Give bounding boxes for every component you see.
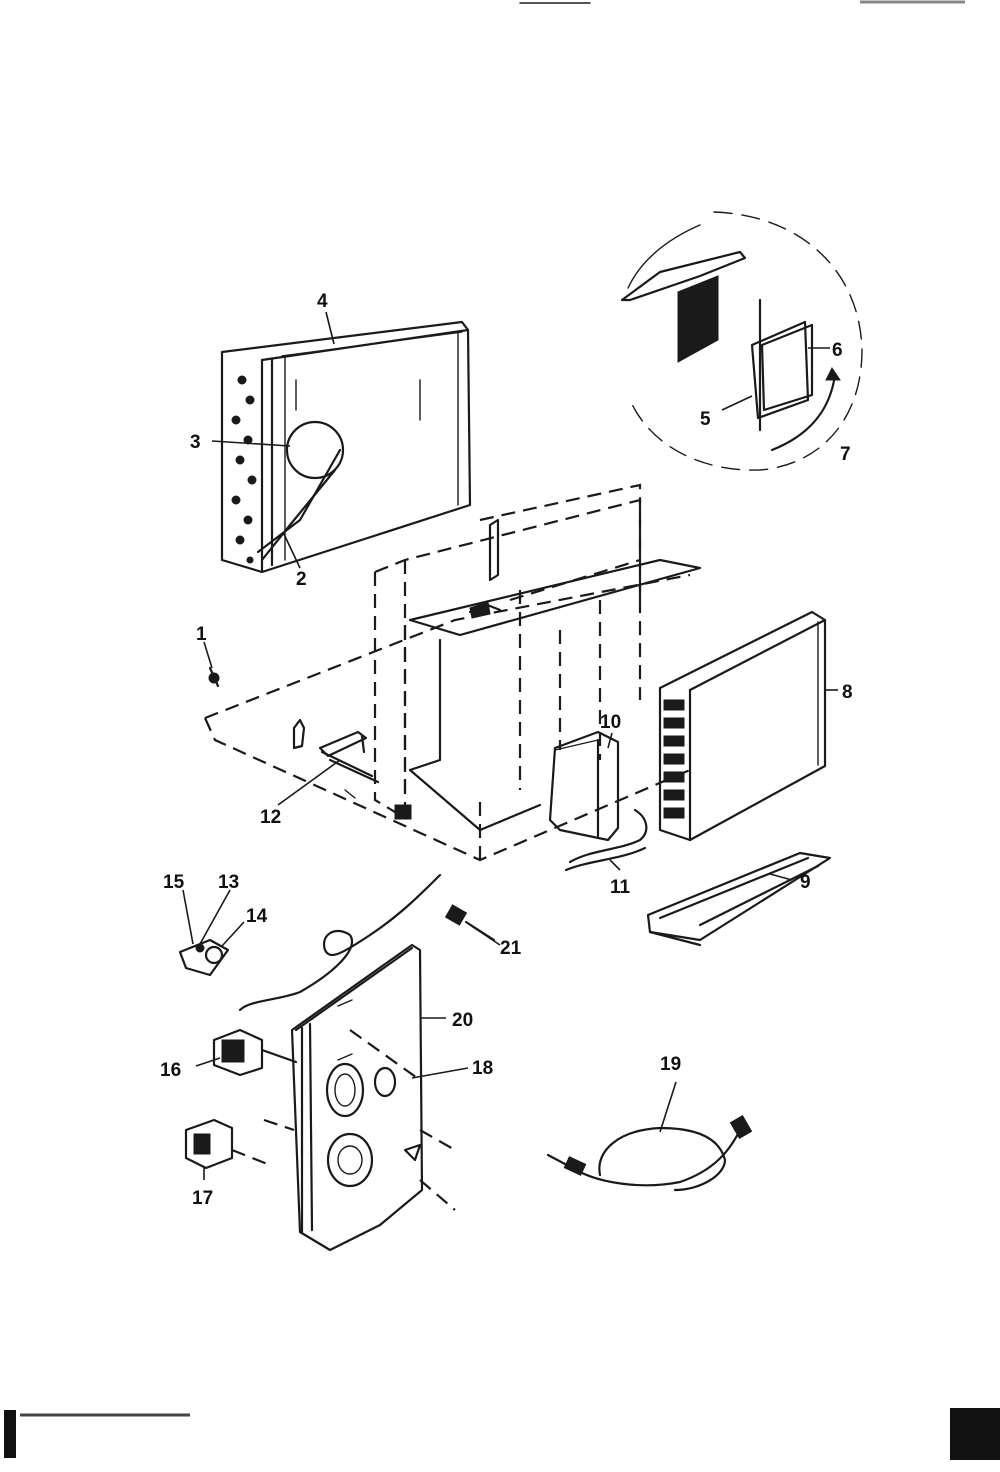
callout-16: 16 [160, 1060, 181, 1081]
callout-19: 19 [660, 1054, 681, 1075]
power-cord [546, 1115, 753, 1192]
callout-13: 13 [218, 872, 239, 893]
leader-lines [182, 311, 838, 1180]
screw-21 [444, 904, 496, 942]
callout-7: 7 [840, 444, 851, 465]
screw-1 [208, 666, 220, 688]
callout-21: 21 [500, 938, 522, 959]
callout-14: 14 [246, 906, 268, 927]
callout-2: 2 [296, 569, 307, 590]
callout-8: 8 [842, 682, 853, 703]
callout-20: 20 [452, 1010, 473, 1031]
rocker-switch [184, 1118, 295, 1170]
callout-15: 15 [163, 872, 185, 893]
thermostat-wire [238, 873, 442, 1012]
callout-12: 12 [260, 807, 281, 828]
page-edge-marks [519, 0, 965, 4]
callout-18: 18 [472, 1058, 493, 1079]
chassis-base [203, 483, 702, 862]
selector-switch [212, 1028, 298, 1077]
capillary-tube [256, 420, 345, 562]
callout-6: 6 [832, 340, 843, 361]
mounting-rail [292, 718, 412, 820]
part-callouts: 4 3 2 1 12 5 6 7 8 10 11 9 15 13 14 21 2… [160, 291, 853, 1209]
detail-inset [620, 211, 863, 471]
callout-17: 17 [192, 1188, 213, 1209]
callout-3: 3 [190, 432, 201, 453]
drip-tray [646, 851, 832, 947]
callout-1: 1 [196, 624, 207, 645]
callout-10: 10 [600, 712, 621, 733]
callout-9: 9 [800, 872, 811, 893]
control-panel [290, 943, 456, 1252]
callout-4: 4 [317, 291, 328, 312]
callout-5: 5 [700, 409, 711, 430]
evaporator-coil [220, 320, 472, 574]
drain-hose [564, 808, 648, 872]
callout-11: 11 [610, 877, 631, 898]
support-bracket [468, 518, 502, 619]
condenser-coil [658, 610, 827, 842]
compressor-cover [548, 730, 620, 842]
page-footer-marks [4, 1408, 1000, 1460]
capacitor-clip [178, 938, 230, 977]
